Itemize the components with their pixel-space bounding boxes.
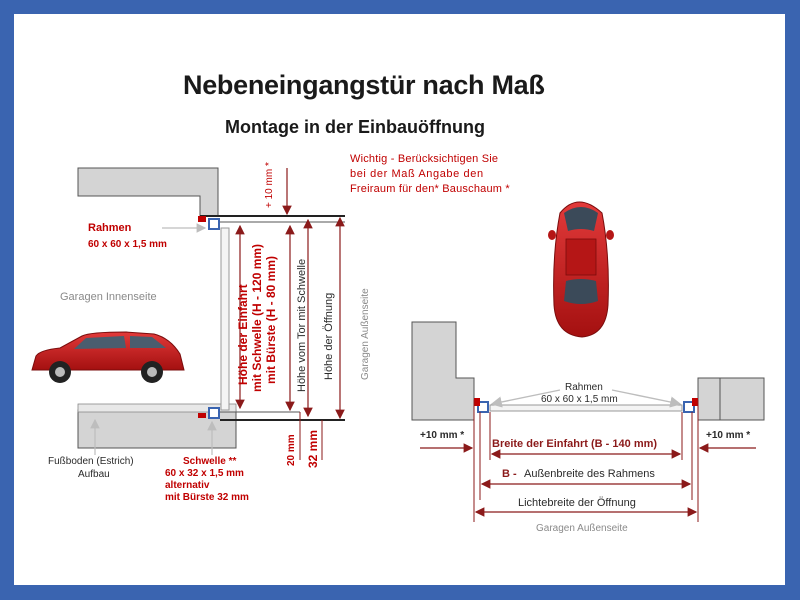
door-leaf	[220, 227, 230, 411]
floor-label-2: Aufbau	[78, 469, 110, 480]
sill-label-3: alternativ	[165, 480, 210, 491]
frame-size-right: 60 x 60 x 1,5 mm	[541, 394, 618, 405]
notice-line-1: Wichtig - Berücksichtigen Sie	[350, 153, 499, 165]
page-title: Nebeneingangstür nach Maß	[183, 70, 545, 100]
frame-leader-right	[611, 389, 682, 408]
frame-leader-left	[490, 389, 561, 408]
inside-label: Garagen Innenseite	[60, 291, 157, 303]
frame-label-right: Rahmen	[565, 382, 603, 393]
foam-left	[474, 398, 480, 406]
outside-label-left: Garagen Außenseite	[360, 288, 371, 380]
dim-20-label: 20 mm	[286, 434, 297, 466]
wall-left	[411, 321, 475, 421]
frame-profile-left	[477, 401, 489, 413]
outer-width-label: Außenbreite des Rahmens	[524, 468, 655, 480]
foam-bottom	[198, 413, 206, 418]
door-leaf-plan	[489, 404, 683, 412]
wall-right	[697, 377, 765, 421]
clear-width-label: Lichtebreite der Öffnung	[518, 497, 636, 509]
floor-label-1: Fußboden (Estrich)	[48, 456, 134, 467]
height-entry-line-2: mit Schwelle (H - 120 mm)	[250, 243, 264, 392]
foam-top	[198, 216, 206, 222]
page-frame	[14, 14, 785, 585]
gap-left-label: +10 mm *	[420, 430, 465, 441]
foam-right	[692, 398, 698, 406]
page-subtitle: Montage in der Einbauöffnung	[225, 117, 485, 137]
frame-label-left: Rahmen	[88, 222, 132, 234]
height-gate-label: Höhe vom Tor mit Schwelle	[296, 258, 308, 392]
lintel-wall	[77, 167, 219, 217]
frame-profile-top	[208, 218, 220, 230]
gap-right-label: +10 mm *	[706, 430, 751, 441]
frame-profile-bottom	[208, 407, 220, 419]
outer-width-prefix: B -	[502, 468, 517, 480]
entry-width-label: Breite der Einfahrt (B - 140 mm)	[492, 438, 658, 450]
height-entry-line-3: mit Bürste (H - 80 mm)	[264, 255, 278, 384]
notice-line-2: bei der Maß Angabe den	[350, 168, 484, 180]
notice-line-3: Freiraum für den* Bauschaum *	[350, 183, 510, 195]
frame-size-left: 60 x 60 x 1,5 mm	[88, 239, 167, 250]
height-opening-label: Höhe der Öffnung	[323, 292, 335, 380]
outside-label-right: Garagen Außenseite	[536, 523, 628, 534]
car-side-icon	[31, 331, 185, 383]
sill-label-2: 60 x 32 x 1,5 mm	[165, 468, 244, 479]
top-gap-label: + 10 mm *	[264, 162, 275, 208]
sill-label-4: mit Bürste 32 mm	[165, 492, 249, 503]
left-section	[77, 167, 345, 460]
dim-32-label: 32 mm	[306, 429, 320, 468]
right-section	[411, 321, 765, 522]
height-entry-line-1: Höhe der Einfahrt	[236, 284, 250, 385]
frame-profile-right	[683, 401, 695, 413]
car-top-icon	[548, 201, 614, 338]
sill-label-1: Schwelle **	[183, 456, 237, 467]
